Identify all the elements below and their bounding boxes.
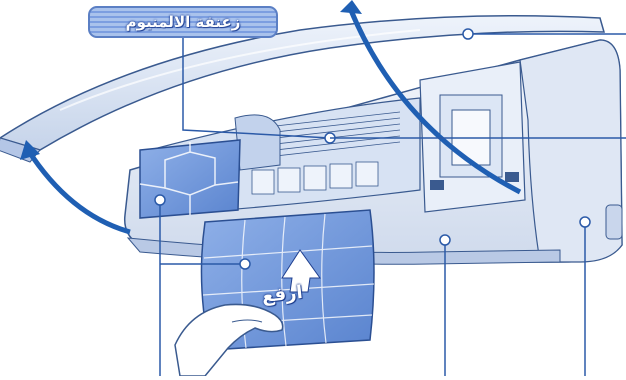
- upper-air-filter: [140, 140, 240, 218]
- aluminum-fin-label: زعنفة الالمنيوم: [88, 6, 278, 38]
- lift-label: ارفع: [261, 282, 304, 307]
- control-box: [420, 62, 525, 212]
- aluminum-fin-text: زعنفة الالمنيوم: [126, 13, 241, 31]
